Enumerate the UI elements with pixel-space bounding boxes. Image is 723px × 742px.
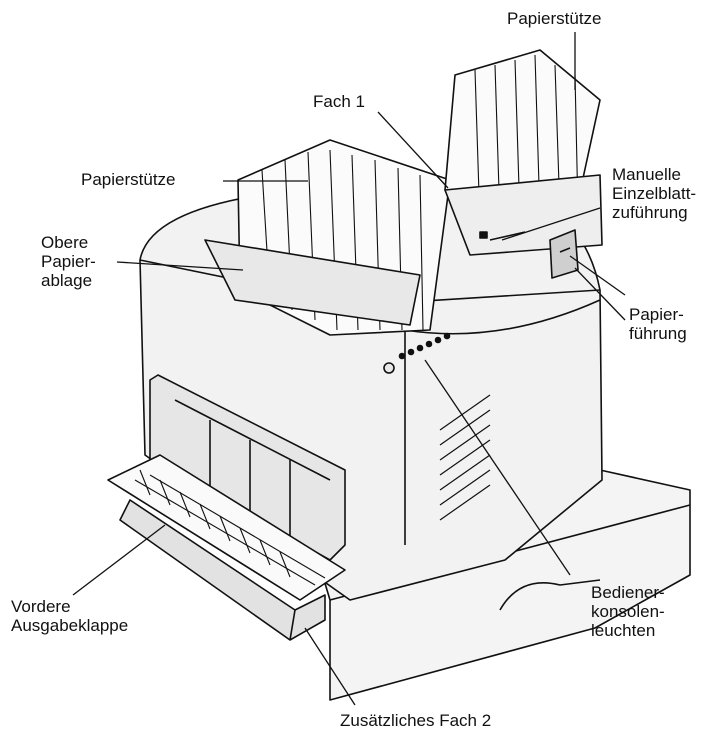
label-paper-support-left: Papierstütze <box>81 170 176 189</box>
label-manual-feed: Manuelle Einzelblatt- zuführung <box>612 165 697 222</box>
label-operator-lights: Bediener- konsolen- leuchten <box>591 583 665 640</box>
label-paper-guide: Papier- führung <box>629 305 687 343</box>
front-output-flap <box>107 454 346 601</box>
side-vents <box>439 394 491 521</box>
top-output-recess <box>204 239 421 326</box>
label-top-output: Obere Papier- ablage <box>41 233 96 290</box>
label-paper-support-top: Papierstütze <box>507 9 602 28</box>
label-front-output: Vordere Ausgabeklappe <box>11 597 129 635</box>
label-tray2: Zusätzliches Fach 2 <box>340 711 492 730</box>
label-tray1: Fach 1 <box>313 92 365 111</box>
callout-lines <box>72 32 626 706</box>
control-panel-lights <box>383 332 451 374</box>
paper-guide <box>549 229 579 279</box>
